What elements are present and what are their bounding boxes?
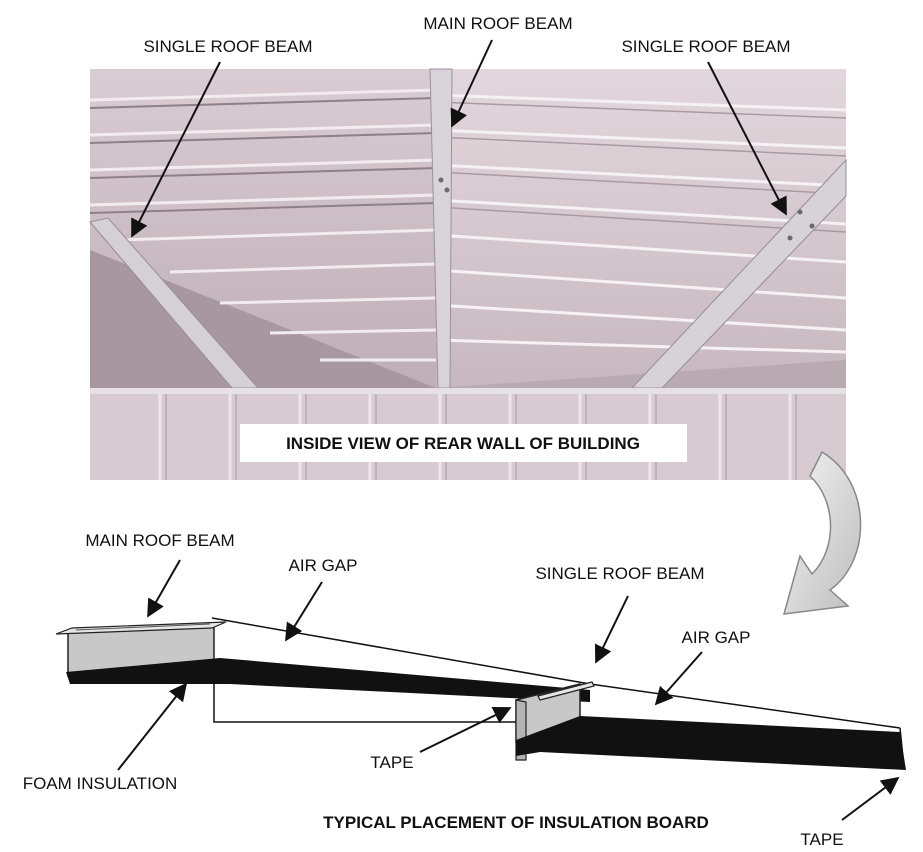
arrow-air-gap-left bbox=[285, 581, 323, 642]
label-single-roof-beam-right: SINGLE ROOF BEAM bbox=[621, 37, 790, 56]
label-air-gap-left: AIR GAP bbox=[289, 556, 358, 575]
foam-board-left bbox=[66, 658, 590, 702]
arrow-foam-insulation bbox=[117, 682, 188, 771]
arrow-single-roof-beam-diagram bbox=[594, 595, 629, 664]
label-tape-right: TAPE bbox=[800, 830, 843, 849]
foam-board-right bbox=[516, 716, 906, 770]
arrow-single-roof-beam-right bbox=[707, 61, 787, 216]
arrow-single-roof-beam-left bbox=[131, 61, 221, 238]
label-air-gap-right: AIR GAP bbox=[682, 628, 751, 647]
label-tape-middle: TAPE bbox=[370, 753, 413, 772]
arrow-main-roof-beam bbox=[450, 39, 493, 128]
photo-caption-box bbox=[240, 424, 687, 462]
insulation-diagram bbox=[55, 617, 906, 770]
arrow-main-roof-beam-diagram bbox=[147, 559, 181, 618]
label-main-roof-beam-diagram: MAIN ROOF BEAM bbox=[85, 531, 234, 550]
label-single-roof-beam-left: SINGLE ROOF BEAM bbox=[143, 37, 312, 56]
label-single-roof-beam-diagram: SINGLE ROOF BEAM bbox=[535, 564, 704, 583]
diagram-caption: TYPICAL PLACEMENT OF INSULATION BOARD bbox=[323, 813, 709, 832]
arrow-tape-right bbox=[841, 776, 900, 821]
curved-down-arrow-icon bbox=[782, 450, 862, 615]
arrow-tape-middle bbox=[419, 707, 512, 753]
photo-caption: INSIDE VIEW OF REAR WALL OF BUILDING bbox=[286, 434, 640, 453]
roof-photo: INSIDE VIEW OF REAR WALL OF BUILDING bbox=[89, 68, 847, 480]
label-foam-insulation: FOAM INSULATION bbox=[23, 774, 178, 793]
arrow-air-gap-right bbox=[654, 651, 703, 706]
label-main-roof-beam-top: MAIN ROOF BEAM bbox=[423, 14, 572, 33]
